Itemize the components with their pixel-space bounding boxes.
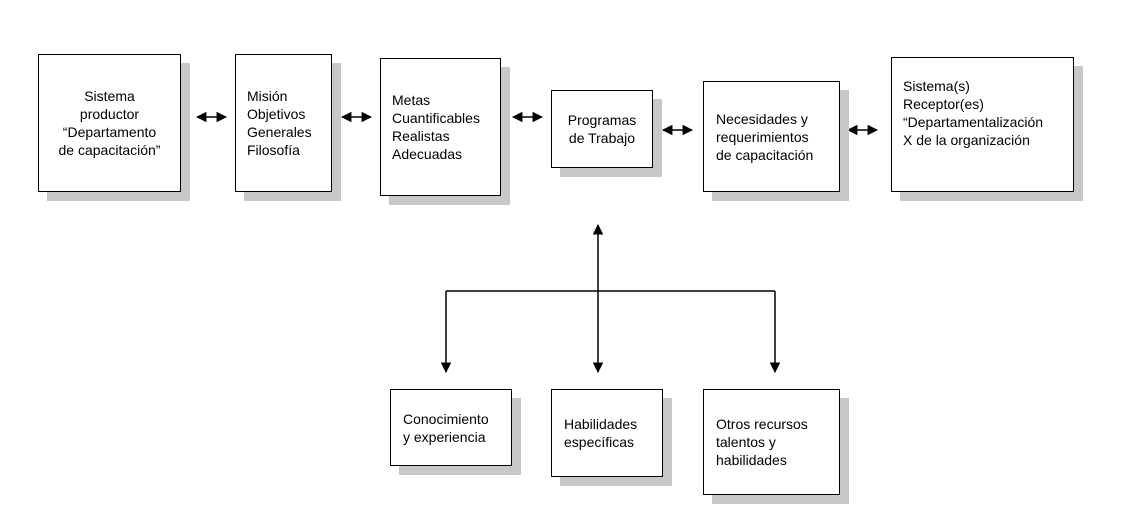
box-metas: Metas Cuantificables Realistas Adecuadas (380, 58, 501, 196)
box-sistema-productor-label: Sistema productor “Departamento de capac… (58, 88, 161, 158)
box-sistema-receptor-label: Sistema(s) Receptor(es) “Departamentaliz… (903, 78, 1044, 148)
box-mision-label: Misión Objetivos Generales Filosofía (247, 88, 312, 158)
box-sistema-receptor: Sistema(s) Receptor(es) “Departamentaliz… (891, 57, 1074, 192)
box-otros-recursos: Otros recursos talentos y habilidades (703, 389, 840, 495)
box-programas-label: Programas de Trabajo (567, 112, 637, 146)
box-habilidades-label: Habilidades específicas (564, 416, 638, 450)
box-programas: Programas de Trabajo (551, 90, 653, 168)
box-sistema-productor: Sistema productor “Departamento de capac… (38, 54, 181, 192)
box-conocimiento: Conocimiento y experiencia (390, 389, 512, 466)
box-metas-label: Metas Cuantificables Realistas Adecuadas (392, 92, 480, 162)
box-habilidades: Habilidades específicas (551, 389, 663, 477)
box-necesidades: Necesidades y requerimientos de capacita… (703, 81, 840, 192)
box-conocimiento-label: Conocimiento y experiencia (403, 410, 489, 445)
box-necesidades-label: Necesidades y requerimientos de capacita… (716, 110, 814, 163)
box-mision: Misión Objetivos Generales Filosofía (235, 54, 332, 192)
box-otros-recursos-label: Otros recursos talentos y habilidades (716, 416, 808, 468)
